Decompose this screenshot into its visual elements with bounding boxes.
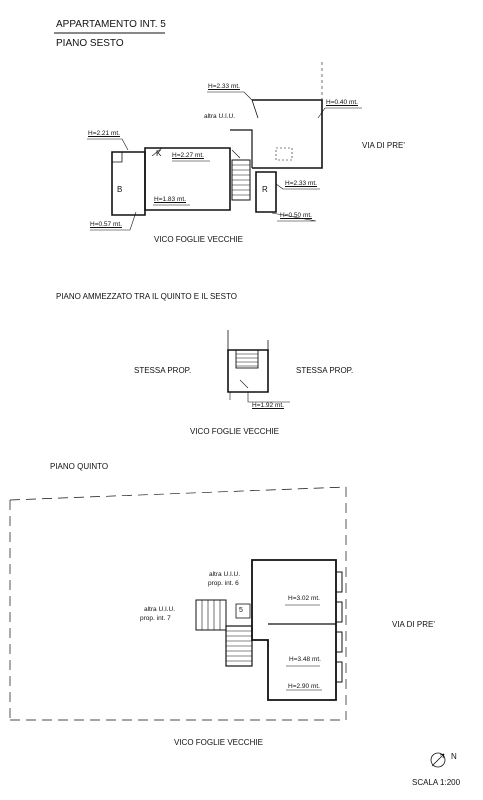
height-label: H=2.33 mt. [208, 83, 240, 90]
document-title: APPARTAMENTO INT. 5 [56, 19, 166, 30]
neighbor-unit-label: prop. int. 7 [140, 615, 171, 622]
fifth-floor-plan [9, 486, 347, 721]
street-label: VICO FOGLIE VECCHIE [154, 235, 243, 244]
north-label: N [451, 752, 457, 761]
floor-title-fifth: PIANO QUINTO [50, 462, 109, 471]
neighbor-unit-label: prop. int. 6 [208, 580, 239, 587]
height-label: H=1.83 mt. [154, 196, 186, 203]
room-label-r: R [262, 185, 268, 194]
room-label-k: K [156, 149, 162, 158]
scale-label: SCALA 1:200 [412, 778, 461, 787]
floor-title-mezzanine: PIANO AMMEZZATO TRA IL QUINTO E IL SESTO [56, 292, 237, 301]
height-label: H=2.33 mt. [285, 180, 317, 187]
height-label: H=2.27 mt. [172, 152, 204, 159]
street-label: VICO FOGLIE VECCHIE [174, 738, 263, 747]
same-owner-label: STESSA PROP. [134, 366, 192, 375]
height-label: H=0.57 mt. [90, 221, 122, 228]
street-label: VIA DI PRE' [392, 620, 435, 629]
north-arrow-icon [430, 752, 446, 768]
height-label: H=2.90 mt. [288, 683, 320, 690]
room-label-5: 5 [239, 607, 243, 614]
street-label: VICO FOGLIE VECCHIE [190, 427, 279, 436]
street-label: VIA DI PRE' [362, 141, 405, 150]
neighbor-unit-label: altra U.I.U. [209, 571, 241, 578]
height-label: H=3.02 mt. [288, 595, 320, 602]
height-label: H=0.50 mt. [280, 212, 312, 219]
room-label-b: B [117, 185, 123, 194]
neighbor-unit-label: altra U.I.U. [144, 606, 176, 613]
height-label: H=1.92 mt. [252, 402, 284, 409]
same-owner-label: STESSA PROP. [296, 366, 354, 375]
height-label: H=2.21 mt. [88, 130, 120, 137]
sixth-floor-plan [87, 62, 362, 231]
neighbor-unit-label: altra U.I.U. [204, 113, 236, 120]
floor-title-sixth: PIANO SESTO [56, 38, 124, 49]
height-label: H=0.40 mt. [326, 99, 358, 106]
mezzanine-plan [227, 330, 290, 403]
height-label: H=3.48 mt. [289, 656, 321, 663]
